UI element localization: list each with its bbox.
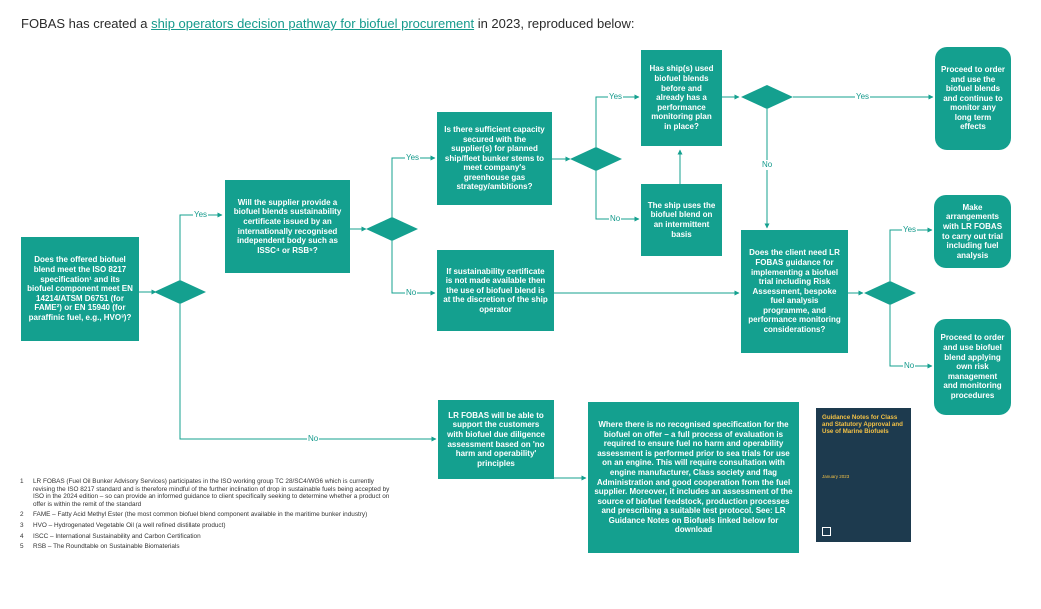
outcome-proceed-own-risk: Proceed to order and use biofuel blend a… [934, 319, 1011, 415]
footnote: 3 HVO – Hydrogenated Vegetable Oil (a wel… [20, 522, 390, 530]
outcome-proceed-monitor: Proceed to order and use the biofuel ble… [935, 47, 1011, 150]
cover-title: Guidance Notes for Class and Statutory A… [822, 414, 903, 435]
footnote: 5 RSB – The Roundtable on Sustainable Bio… [20, 543, 390, 551]
yes-label: Yes [405, 153, 421, 163]
footnote-text: RSB – The Roundtable on Sustainable Biom… [33, 543, 180, 551]
question-sustainability-certificate: Will the supplier provide a biofuel blen… [225, 180, 350, 273]
yes-label: Yes [608, 92, 624, 102]
intermittent-use-box: The ship uses the biofuel blend on an in… [641, 184, 722, 256]
lr-logo-icon [822, 527, 831, 536]
footnote: 4 ISCC – International Sustainability and… [20, 533, 390, 541]
decision-diamond [864, 281, 916, 305]
no-specification-box: Where there is no recognised specificati… [588, 402, 799, 553]
no-label: No [761, 160, 774, 170]
footnote-text: FAME – Fatty Acid Methyl Ester (the most… [33, 511, 368, 519]
no-label: No [307, 434, 320, 444]
outcome-arrange-trial: Make arrangements with LR FOBAS to carry… [934, 195, 1011, 268]
footnotes: 1 LR FOBAS (Fuel Oil Bunker Advisory Serv… [20, 478, 390, 554]
yes-label: Yes [193, 210, 209, 220]
guidance-notes-cover[interactable]: Guidance Notes for Class and Statutory A… [816, 408, 911, 542]
footnote-number: 5 [20, 543, 24, 551]
no-label: No [405, 288, 418, 298]
footnote-number: 2 [20, 511, 24, 519]
footnote-text: ISCC – International Sustainability and … [33, 532, 201, 540]
yes-label: Yes [902, 225, 918, 235]
decision-pathway-link[interactable]: ship operators decision pathway for biof… [151, 16, 475, 31]
decision-diamond [366, 217, 418, 241]
question-iso-spec: Does the offered biofuel blend meet the … [21, 237, 139, 341]
footnote-number: 1 [20, 478, 24, 485]
intro-suffix: in 2023, reproduced below: [474, 16, 635, 31]
lr-fobas-support-box: LR FOBAS will be able to support the cus… [438, 400, 554, 479]
footnote: 1 LR FOBAS (Fuel Oil Bunker Advisory Serv… [20, 478, 390, 508]
footnote-number: 4 [20, 532, 24, 540]
intro-prefix: FOBAS has created a [21, 16, 152, 31]
footnote-text: LR FOBAS (Fuel Oil Bunker Advisory Servi… [33, 478, 390, 508]
footnote-number: 3 [20, 521, 24, 529]
question-used-before: Has ship(s) used biofuel blends before a… [641, 50, 722, 146]
intro-sentence: FOBAS has created a ship operators decis… [21, 16, 635, 31]
yes-label: Yes [855, 92, 871, 102]
footnote: 2 FAME – Fatty Acid Methyl Ester (the mos… [20, 511, 390, 519]
decision-diamond [741, 85, 793, 109]
question-fobas-guidance: Does the client need LR FOBAS guidance f… [741, 230, 848, 353]
no-label: No [609, 214, 622, 224]
decision-diamond [570, 147, 622, 171]
question-sufficient-capacity: Is there sufficient capacity secured wit… [437, 112, 552, 205]
no-label: No [903, 361, 916, 371]
decision-diamond [154, 280, 206, 304]
cover-date: January 2023 [822, 474, 850, 479]
no-certificate-box: If sustainability certificate is not mad… [437, 250, 554, 331]
footnote-text: HVO – Hydrogenated Vegetable Oil (a well… [33, 521, 226, 529]
